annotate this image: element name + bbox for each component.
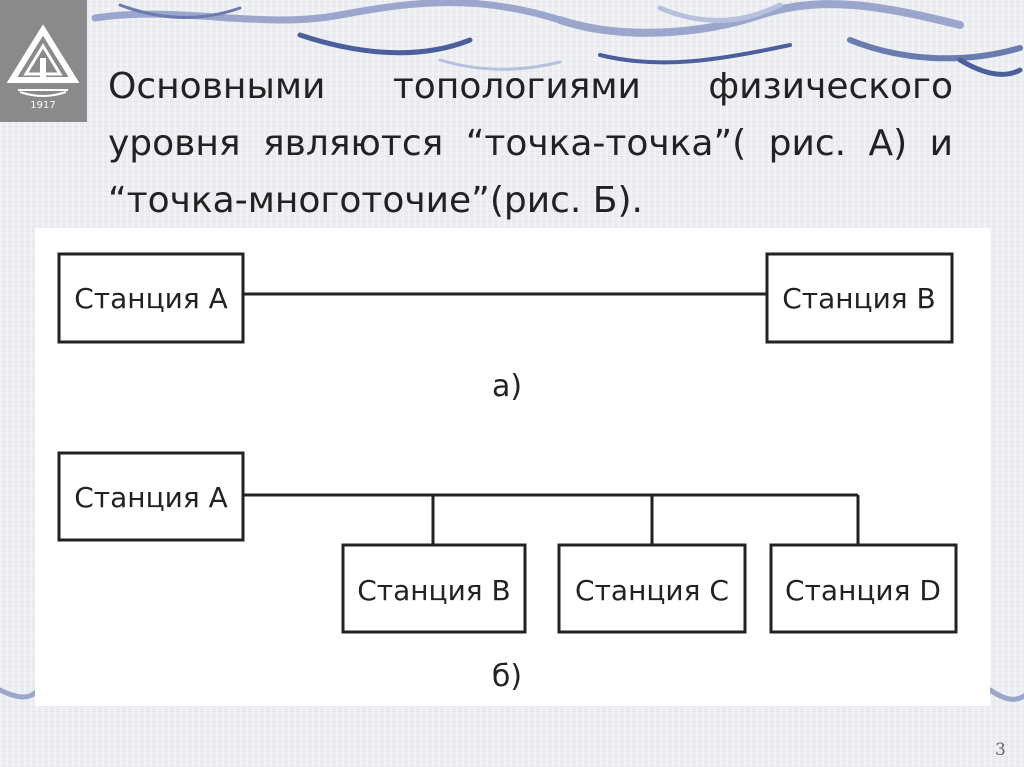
topology-diagram: Станция А Станция В а) Станция А Станция…	[35, 228, 990, 706]
slide-title: Основными топологиями физического уровня…	[108, 66, 953, 221]
station-b-label-bottom: Станция В	[357, 574, 511, 607]
station-b-box-top	[765, 252, 954, 344]
station-c-label: Станция С	[575, 574, 729, 607]
station-a-label-top: Станция А	[74, 282, 227, 315]
topology-diagram-svg: Станция А Станция В а) Станция А Станция…	[57, 252, 958, 694]
caption-b: б)	[492, 659, 522, 694]
station-d-box	[769, 543, 958, 634]
logo-emblem-icon: 1917	[6, 24, 80, 111]
station-c-box	[557, 543, 747, 634]
station-a-box-bottom	[57, 451, 245, 542]
caption-a: а)	[492, 369, 522, 404]
station-b-label-top: Станция В	[782, 282, 936, 315]
page-number: 3	[995, 740, 1006, 760]
station-b-box-bottom	[341, 543, 527, 634]
logo-year: 1917	[30, 100, 55, 111]
station-d-label: Станция D	[785, 574, 941, 607]
university-logo: 1917	[0, 0, 87, 122]
station-a-label-bottom: Станция А	[74, 481, 227, 514]
station-a-box-top	[57, 252, 245, 344]
